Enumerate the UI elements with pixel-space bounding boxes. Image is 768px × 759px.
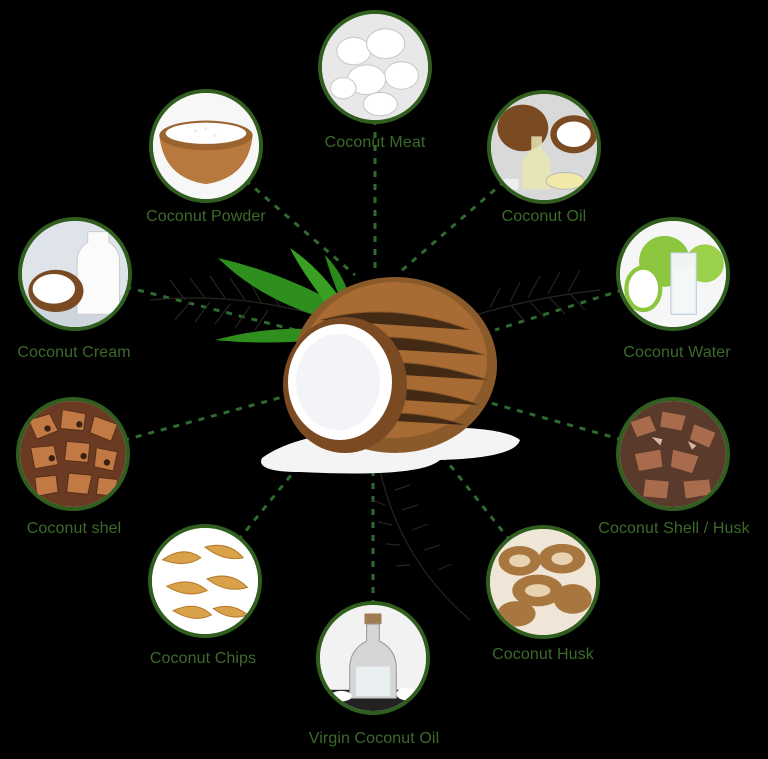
coconut-meat-node: [318, 10, 432, 124]
coconut-powder-icon: [153, 93, 259, 199]
coconut-chips-icon: [152, 528, 258, 634]
shell-husk-icon: [620, 401, 726, 507]
coconut-meat-icon: [322, 14, 428, 120]
coconut-oil-icon: [491, 94, 597, 200]
coconut-oil-label: Coconut Oil: [501, 208, 587, 225]
coconut-water-label: Coconut Water: [623, 344, 731, 361]
coconut-shell-husk-node: [616, 397, 730, 511]
coconut-chips-label: Coconut Chips: [149, 650, 257, 667]
coconut-shel-label: Coconut shel: [26, 520, 122, 537]
coconut-water-node: [616, 217, 730, 331]
connector-coconut-shel: [72, 393, 291, 456]
coconut-husk-icon: [490, 529, 596, 635]
coconut-cream-node: [18, 217, 132, 331]
virgin-coconut-oil-label: Virgin Coconut Oil: [308, 730, 440, 747]
coconut-powder-node: [149, 89, 263, 203]
coconut-cream-label: Coconut Cream: [17, 344, 131, 361]
coconut-meat-label: Coconut Meat: [324, 134, 426, 151]
coconut-cream-icon: [22, 221, 128, 327]
virgin-coconut-oil-node: [316, 601, 430, 715]
coconut-husk-node: [486, 525, 600, 639]
coconut-shel-node: [16, 397, 130, 511]
coconut-husk-label: Coconut Husk: [492, 646, 594, 663]
oil-bottle-icon: [320, 605, 426, 711]
coconut-shell-husk-label: Coconut Shell / Husk: [598, 520, 750, 537]
coconut-chips-node: [148, 524, 262, 638]
coconut-shell-icon: [20, 401, 126, 507]
coconut-oil-node: [487, 90, 601, 204]
coconut-water-icon: [620, 221, 726, 327]
coconut-powder-label: Coconut Powder: [146, 208, 266, 225]
